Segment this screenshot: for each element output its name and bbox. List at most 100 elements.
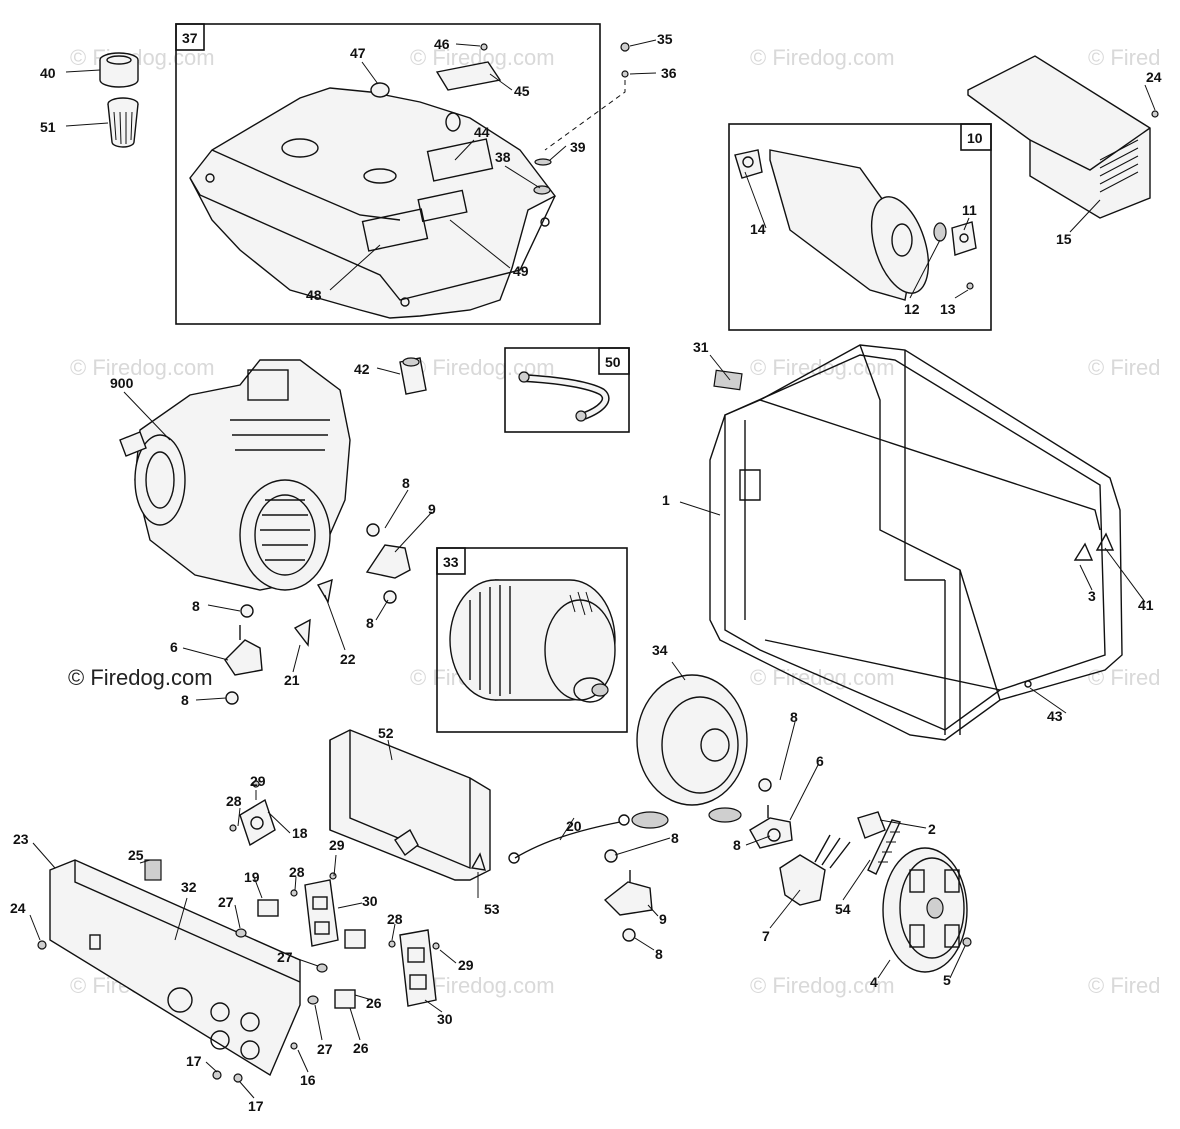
- callout-label: 42: [354, 361, 370, 377]
- callout-label: 8: [733, 837, 741, 853]
- fuel-gauge-icon: [370, 43, 502, 132]
- watermark: © Fired: [1088, 45, 1160, 70]
- switch-icon: [144, 780, 440, 1050]
- watermark: © Firedog.com: [70, 45, 215, 70]
- callout-label: 26: [353, 1040, 369, 1056]
- callout-label: 51: [40, 119, 56, 135]
- callout-label: 1: [662, 492, 670, 508]
- watermark: © Firedog.com: [68, 665, 213, 690]
- callout-label: 7: [762, 928, 770, 944]
- watermark: © Firedog.com: [750, 973, 895, 998]
- callout-labels: 40 51 47 46 45 44 38 39 35 36 48 49 24 1…: [10, 31, 1162, 1114]
- callout-label: 8: [402, 475, 410, 491]
- callout-label: 47: [350, 45, 366, 61]
- callout-label: 30: [437, 1011, 453, 1027]
- end-bell-icon: [631, 674, 748, 829]
- callout-label: 23: [13, 831, 29, 847]
- callout-label: 29: [250, 773, 266, 789]
- brush-holder-icon: [857, 811, 886, 839]
- callout-label: 16: [300, 1072, 316, 1088]
- callout-label: 8: [366, 615, 374, 631]
- callout-label: 3: [1088, 588, 1096, 604]
- decal-icon: [713, 369, 743, 391]
- box-label: 33: [443, 554, 459, 570]
- callout-label: 12: [904, 301, 920, 317]
- callout-label: 6: [816, 753, 824, 769]
- muffler-icon: [734, 149, 977, 301]
- callout-label: 15: [1056, 231, 1072, 247]
- engine-icon: [119, 359, 351, 591]
- callout-label: 8: [181, 692, 189, 708]
- bearing-cover-icon: [882, 847, 972, 973]
- callout-label: 11: [962, 202, 977, 218]
- fuel-line-icon: [518, 371, 610, 422]
- callout-label: 17: [186, 1053, 202, 1069]
- box-label: 37: [182, 30, 198, 46]
- callout-label: 28: [387, 911, 403, 927]
- callout-label: 8: [790, 709, 798, 725]
- fuel-cap-icon: [99, 52, 139, 88]
- callout-label: 27: [218, 894, 234, 910]
- callout-label: 8: [671, 830, 679, 846]
- leader-lines: [29, 39, 1156, 1099]
- fuel-valve-icon: [399, 357, 427, 395]
- callout-label: 24: [1146, 69, 1162, 85]
- callout-label: 49: [513, 263, 529, 279]
- watermark: © Fired: [1088, 665, 1160, 690]
- callout-label: 29: [329, 837, 345, 853]
- callout-label: 22: [340, 651, 356, 667]
- callout-label: 46: [434, 36, 450, 52]
- rear-mount-icon: [603, 778, 793, 942]
- callout-label: 52: [378, 725, 394, 741]
- box-label: 10: [967, 130, 983, 146]
- callout-label: 9: [659, 911, 667, 927]
- callout-label: 8: [192, 598, 200, 614]
- heat-shield-icon: [967, 55, 1159, 219]
- callout-label: 27: [317, 1041, 333, 1057]
- callout-label: 54: [835, 901, 851, 917]
- callout-label: 20: [566, 818, 582, 834]
- callout-label: 45: [514, 83, 530, 99]
- callout-label: 17: [248, 1098, 264, 1114]
- callout-label: 34: [652, 642, 668, 658]
- callout-label: 38: [495, 149, 511, 165]
- box-33: 33: [436, 547, 628, 733]
- callout-label: 8: [655, 946, 663, 962]
- callout-label: 21: [284, 672, 300, 688]
- callout-label: 31: [693, 339, 709, 355]
- callout-label: 44: [474, 124, 490, 140]
- voltage-regulator-icon: [779, 834, 851, 906]
- callout-label: 29: [458, 957, 474, 973]
- ground-wire-icon: [508, 814, 630, 864]
- watermark: © Firedog.com: [750, 355, 895, 380]
- callout-label: 5: [943, 972, 951, 988]
- callout-label: 35: [657, 31, 673, 47]
- fuel-tank-icon: [189, 87, 557, 319]
- callout-label: 41: [1138, 597, 1154, 613]
- box-50: 50: [504, 347, 630, 433]
- callout-label: 48: [306, 287, 322, 303]
- callout-label: 24: [10, 900, 26, 916]
- box-label: 50: [605, 354, 621, 370]
- callout-label: 53: [484, 901, 500, 917]
- callout-label: 39: [570, 139, 586, 155]
- control-box-icon: [329, 729, 491, 881]
- callout-label: 27: [277, 949, 293, 965]
- callout-label: 13: [940, 301, 956, 317]
- watermark: © Firedog.com: [750, 45, 895, 70]
- callout-label: 9: [428, 501, 436, 517]
- grommet-icon: [533, 42, 630, 195]
- callout-label: 36: [661, 65, 677, 81]
- box-10: 10: [728, 123, 992, 331]
- watermark: © Fired: [1088, 355, 1160, 380]
- control-panel-icon: [37, 859, 301, 1083]
- callout-label: 25: [128, 847, 144, 863]
- callout-label: 43: [1047, 708, 1063, 724]
- callout-label: 28: [289, 864, 305, 880]
- callout-label: 18: [292, 825, 308, 841]
- rectifier-icon: [867, 819, 901, 875]
- frame-icon: [709, 344, 1123, 741]
- callout-label: 19: [244, 869, 260, 885]
- callout-label: 6: [170, 639, 178, 655]
